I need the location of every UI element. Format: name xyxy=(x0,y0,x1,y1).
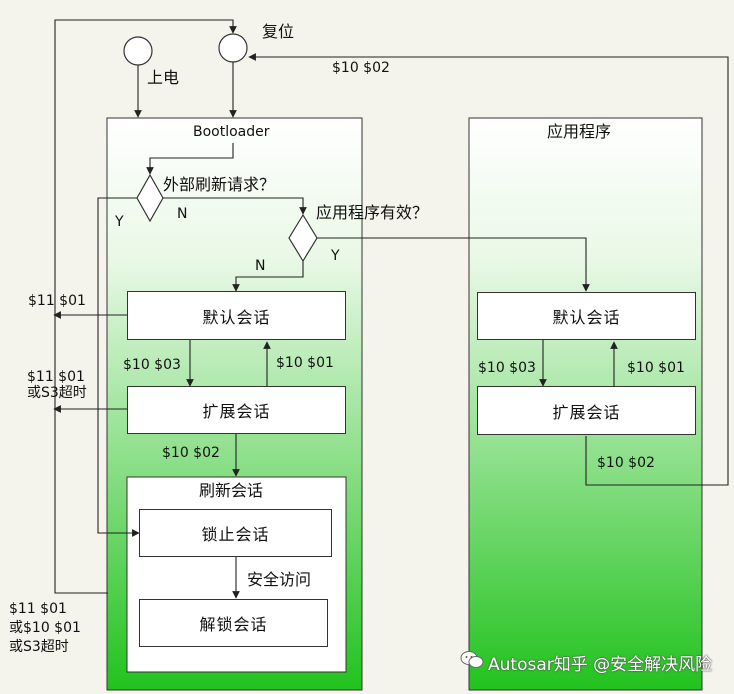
boot-locked-session-box: 锁止会话 xyxy=(139,509,332,557)
boot-default-session-label: 默认会话 xyxy=(202,307,271,327)
arrow-boot-to-decision1 xyxy=(146,143,234,175)
watermark-text: Autosar知乎 @安全解决风险 xyxy=(488,655,713,675)
boot-unlocked-session-box: 解锁会话 xyxy=(139,599,328,647)
bootloader-title: Bootloader xyxy=(193,124,270,140)
boot-to-default-label: $10 $01 xyxy=(276,355,334,371)
decision-external-label: 外部刷新请求？ xyxy=(163,175,276,194)
branch-y1-label: Y xyxy=(115,214,124,230)
application-title: 应用程序 xyxy=(547,122,612,141)
boot-locked-session-label: 锁止会话 xyxy=(201,525,270,544)
branch-n2-label: N xyxy=(255,258,266,274)
reset-label: 复位 xyxy=(262,22,295,41)
branch-n1-label: N xyxy=(177,206,188,222)
arrow-app-to-reset xyxy=(248,53,729,486)
left-label-prog-exit: $11 $01 或$10 $01 或S3超时 xyxy=(9,601,81,655)
wechat-icon xyxy=(460,651,484,668)
power-on-label: 上电 xyxy=(147,68,180,87)
boot-extended-session-box: 扩展会话 xyxy=(127,386,346,434)
boot-unlocked-session-label: 解锁会话 xyxy=(199,615,268,634)
reset-circle xyxy=(218,33,248,63)
left-label-default-exit: $11 $01 xyxy=(28,293,86,309)
boot-programming-session-label: 刷新会话 xyxy=(199,481,264,500)
left-label-extended-exit: $11 $01 或S3超时 xyxy=(27,369,87,401)
app-to-ext-label: $10 $03 xyxy=(478,360,536,376)
power-on-circle xyxy=(123,36,153,66)
boot-to-ext-label: $10 $03 xyxy=(123,357,181,373)
arrow-decision2-to-default xyxy=(232,261,304,292)
boot-extended-session-label: 扩展会话 xyxy=(202,402,271,421)
app-to-reset-label: $10 $02 xyxy=(597,455,655,471)
app-default-session-box: 默认会话 xyxy=(477,292,696,340)
arrow-decision1-to-decision2 xyxy=(163,197,307,215)
reset-return-label: $10 $02 xyxy=(332,60,390,76)
app-to-default-label: $10 $01 xyxy=(627,360,685,376)
security-access-label: 安全访问 xyxy=(247,570,312,589)
decision-app-valid-label: 应用程序有效？ xyxy=(316,203,429,222)
boot-to-prog-label: $10 $02 xyxy=(162,445,220,461)
decision-external-diamond xyxy=(136,173,164,223)
branch-y2-label: Y xyxy=(331,248,340,264)
app-default-session-label: 默认会话 xyxy=(552,308,621,327)
app-extended-session-box: 扩展会话 xyxy=(477,386,696,435)
app-extended-session-label: 扩展会话 xyxy=(552,402,621,422)
arrow-decision2-to-app xyxy=(317,237,590,292)
boot-default-session-box: 默认会话 xyxy=(127,291,346,340)
arrow-loop-to-reset xyxy=(54,19,237,594)
arrow-decision1-to-locked xyxy=(97,197,140,537)
